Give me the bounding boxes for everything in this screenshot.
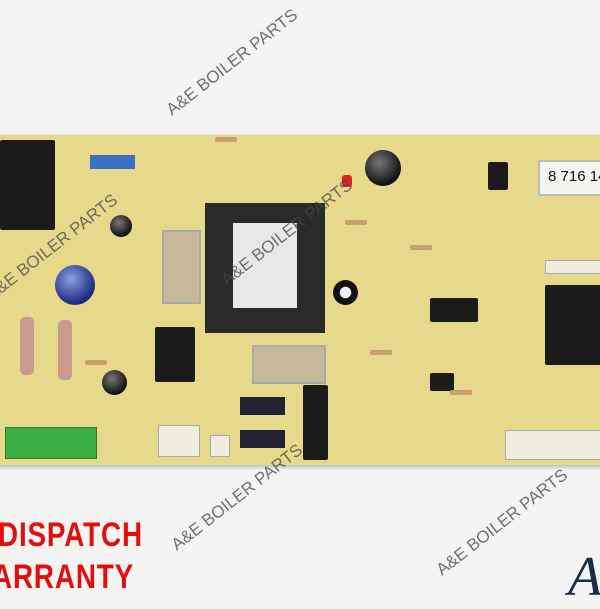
banner-line-1: DISPATCH [0,516,143,554]
voltage-regulator [488,162,508,190]
capacitor [110,215,132,237]
ic-chip [430,298,478,322]
relay-small [240,430,285,448]
resistor [410,245,432,250]
watermark: A&E BOILER PARTS [432,465,572,580]
capacitor-blue [90,155,135,169]
led-red [342,175,352,187]
potentiometer [333,280,358,305]
relay-black [155,327,195,382]
relay-small [240,397,285,415]
ic-chip [430,373,454,391]
connector-white [545,260,600,274]
resistor [58,320,72,380]
resistor [345,220,367,225]
logo: A [568,546,600,608]
heatsink [545,285,600,365]
circuit-board: 8 716 14 [0,135,600,465]
relay [252,345,326,384]
terminal-block [5,427,97,459]
resistor [450,390,472,395]
ribbon-connector [505,430,600,460]
watermark: A&E BOILER PARTS [162,5,302,120]
connector-white [158,425,200,457]
relay [162,230,201,304]
capacitor [102,370,127,395]
transformer [205,203,325,333]
resistor [370,350,392,355]
capacitor [55,265,95,305]
resistor [20,317,34,375]
capacitor [365,150,401,186]
fuse-holder [303,385,328,460]
resistor [85,360,107,365]
banner-line-2: ARRANTY [0,558,135,596]
resistor [215,137,237,142]
connector-white [210,435,230,457]
power-connector [0,140,55,230]
board-label: 8 716 14 [538,160,600,196]
